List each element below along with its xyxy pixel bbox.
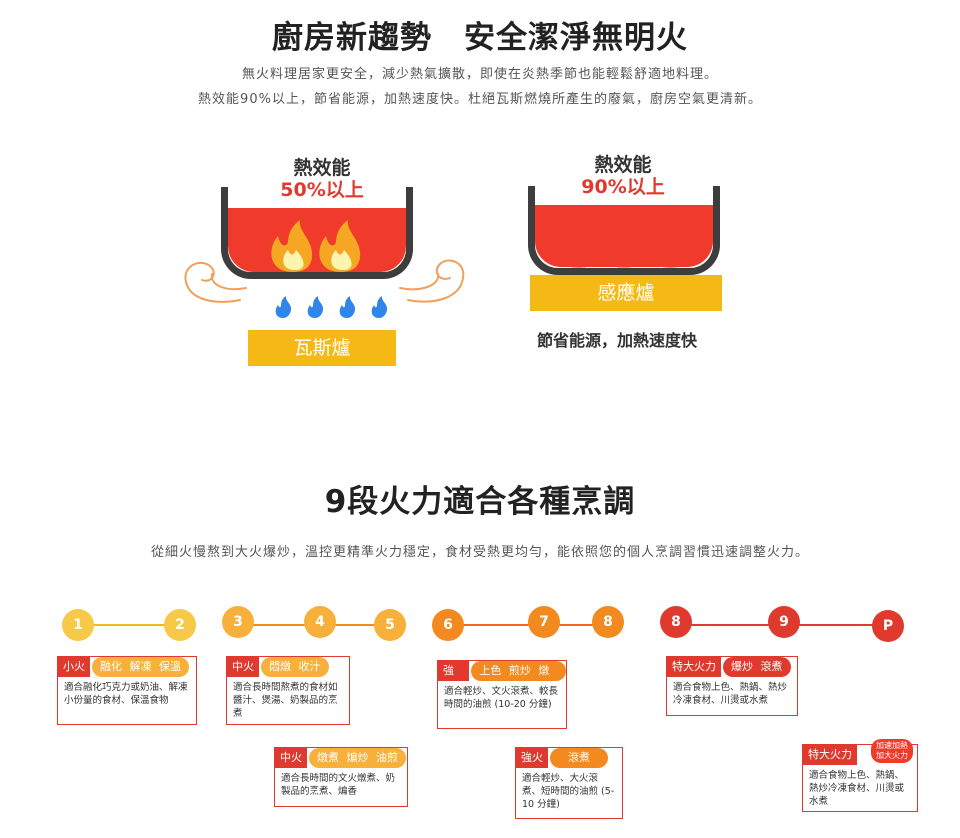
level-6: 6 — [432, 609, 464, 641]
level-9: 9 — [768, 606, 800, 638]
induction-efficiency-title: 熱效能 — [594, 154, 652, 176]
level-line-1-2 — [78, 624, 186, 626]
intro-line-1: 無火料理居家更安全，減少熱氣擴散，即使在炎熱季節也能輕鬆舒適地料理。 — [241, 67, 718, 82]
blue-flame-icon — [371, 296, 388, 318]
boost-chip: 加速加熱 加大火力 — [871, 739, 913, 763]
level-5: 5 — [374, 609, 406, 641]
induction-pot — [528, 186, 720, 275]
power-card-5: 中火 燉煮 煸炒 油煎 適合長時間的文火燉煮、奶製品的烹煮、煸香 — [274, 747, 408, 807]
power-card-desc: 適合輕炒、文火滾煮、較長時間的油煎 (10-20 分鐘) — [444, 686, 559, 710]
induction-efficiency-value: 90%以上 — [581, 176, 665, 198]
steam-swirl-icon — [399, 259, 465, 303]
power-card-desc: 適合輕炒、大火滾煮、短時間的油煎 (5-10 分鐘) — [522, 773, 615, 810]
power-card-1: 小火 融化 解凍 保溫 適合融化巧克力或奶油、解凍小份量的食材、保溫食物 — [57, 656, 197, 725]
level-line-6-8 — [448, 624, 606, 626]
gas-pot — [221, 187, 413, 279]
gas-efficiency-label: 熱效能 50%以上 — [262, 157, 382, 201]
power-card-desc: 適合長時間熬煮的食材如醬汁、煲湯、奶製品的烹煮 — [233, 682, 338, 719]
level-8-orange: 8 — [592, 606, 624, 638]
level-p: P — [872, 610, 904, 642]
induction-stove-badge: 感應爐 — [530, 275, 722, 311]
section-title-kitchen: 廚房新趨勢 安全潔淨無明火 — [272, 20, 688, 56]
power-card-pill: 融化 解凍 保溫 — [92, 657, 189, 677]
power-card-pill: 悶燉 收汁 — [261, 657, 329, 677]
illustration-layer — [184, 216, 691, 318]
level-7: 7 — [528, 606, 560, 638]
blue-flame-icon — [307, 296, 324, 318]
induction-efficiency-label: 熱效能 90%以上 — [563, 154, 683, 198]
power-card-4: 特大火力 爆炒 滾煮 適合食物上色、熱鍋、熱炒冷凍食材、川燙或水煮 — [666, 656, 798, 716]
level-4: 4 — [304, 606, 336, 638]
power-card-tag: 中火 — [275, 748, 307, 768]
level-8: 8 — [660, 606, 692, 638]
power-card-desc: 適合食物上色、熱鍋、熱炒冷凍食材、川燙或水煮 — [673, 682, 788, 706]
gas-stove-badge: 瓦斯爐 — [248, 330, 396, 366]
power-card-pill: 滾煮 — [550, 748, 608, 768]
level-3: 3 — [222, 606, 254, 638]
gas-pot-liquid — [228, 208, 406, 272]
power-card-pill: 燉煮 煸炒 油煎 — [309, 748, 406, 768]
blue-flame-icon — [275, 296, 292, 318]
power-card-tag: 特大火力 — [803, 745, 857, 765]
power-card-desc: 適合食物上色、熱鍋、熱炒冷凍食材、川燙或水煮 — [809, 770, 905, 807]
power-levels-subtitle: 從細火慢熬到大火爆炒，溫控更精準火力穩定，食材受熱更均勻，能依照您的個人烹調習慣… — [150, 545, 809, 560]
power-card-desc: 適合長時間的文火燉煮、奶製品的烹煮、煸香 — [281, 773, 396, 797]
gas-efficiency-title: 熱效能 — [293, 157, 351, 179]
gas-efficiency-value: 50%以上 — [280, 179, 364, 201]
power-card-pill: 上色 煎炒 燉煮 — [471, 661, 566, 697]
power-card-tag: 中火 — [227, 657, 259, 677]
flame-icon — [319, 220, 361, 272]
power-card-tag: 強火 — [516, 748, 548, 768]
power-card-6: 強火 滾煮 適合輕炒、大火滾煮、短時間的油煎 (5-10 分鐘) — [515, 747, 623, 819]
blue-flame-icon — [339, 296, 356, 318]
power-card-2: 中火 悶燉 收汁 適合長時間熬煮的食材如醬汁、煲湯、奶製品的烹煮 — [226, 656, 350, 725]
induction-pot-liquid — [535, 205, 713, 267]
power-card-7: 特大火力 加速加熱 加大火力 適合食物上色、熱鍋、熱炒冷凍食材、川燙或水煮 — [802, 739, 918, 812]
steam-swirl-icon — [184, 261, 247, 303]
intro-line-2: 熱效能90%以上，節省能源，加熱速度快。杜絕瓦斯燃燒所產生的廢氣，廚房空氣更清新… — [198, 92, 762, 107]
induction-caption: 節省能源，加熱速度快 — [537, 331, 698, 350]
section-title-power-levels: 9段火力適合各種烹調 — [324, 484, 636, 520]
power-card-tag: 特大火力 — [667, 657, 721, 677]
flame-icon — [271, 220, 313, 272]
power-card-3: 強火 上色 煎炒 燉煮 適合輕炒、文火滾煮、較長時間的油煎 (10-20 分鐘) — [437, 660, 567, 729]
level-1: 1 — [62, 609, 94, 641]
power-card-desc: 適合融化巧克力或奶油、解凍小份量的食材、保溫食物 — [64, 682, 188, 706]
power-card-pill: 爆炒 滾煮 — [723, 657, 791, 677]
level-2: 2 — [164, 609, 196, 641]
power-card-tag: 小火 — [58, 657, 90, 677]
power-card-tag: 強火 — [438, 661, 470, 697]
